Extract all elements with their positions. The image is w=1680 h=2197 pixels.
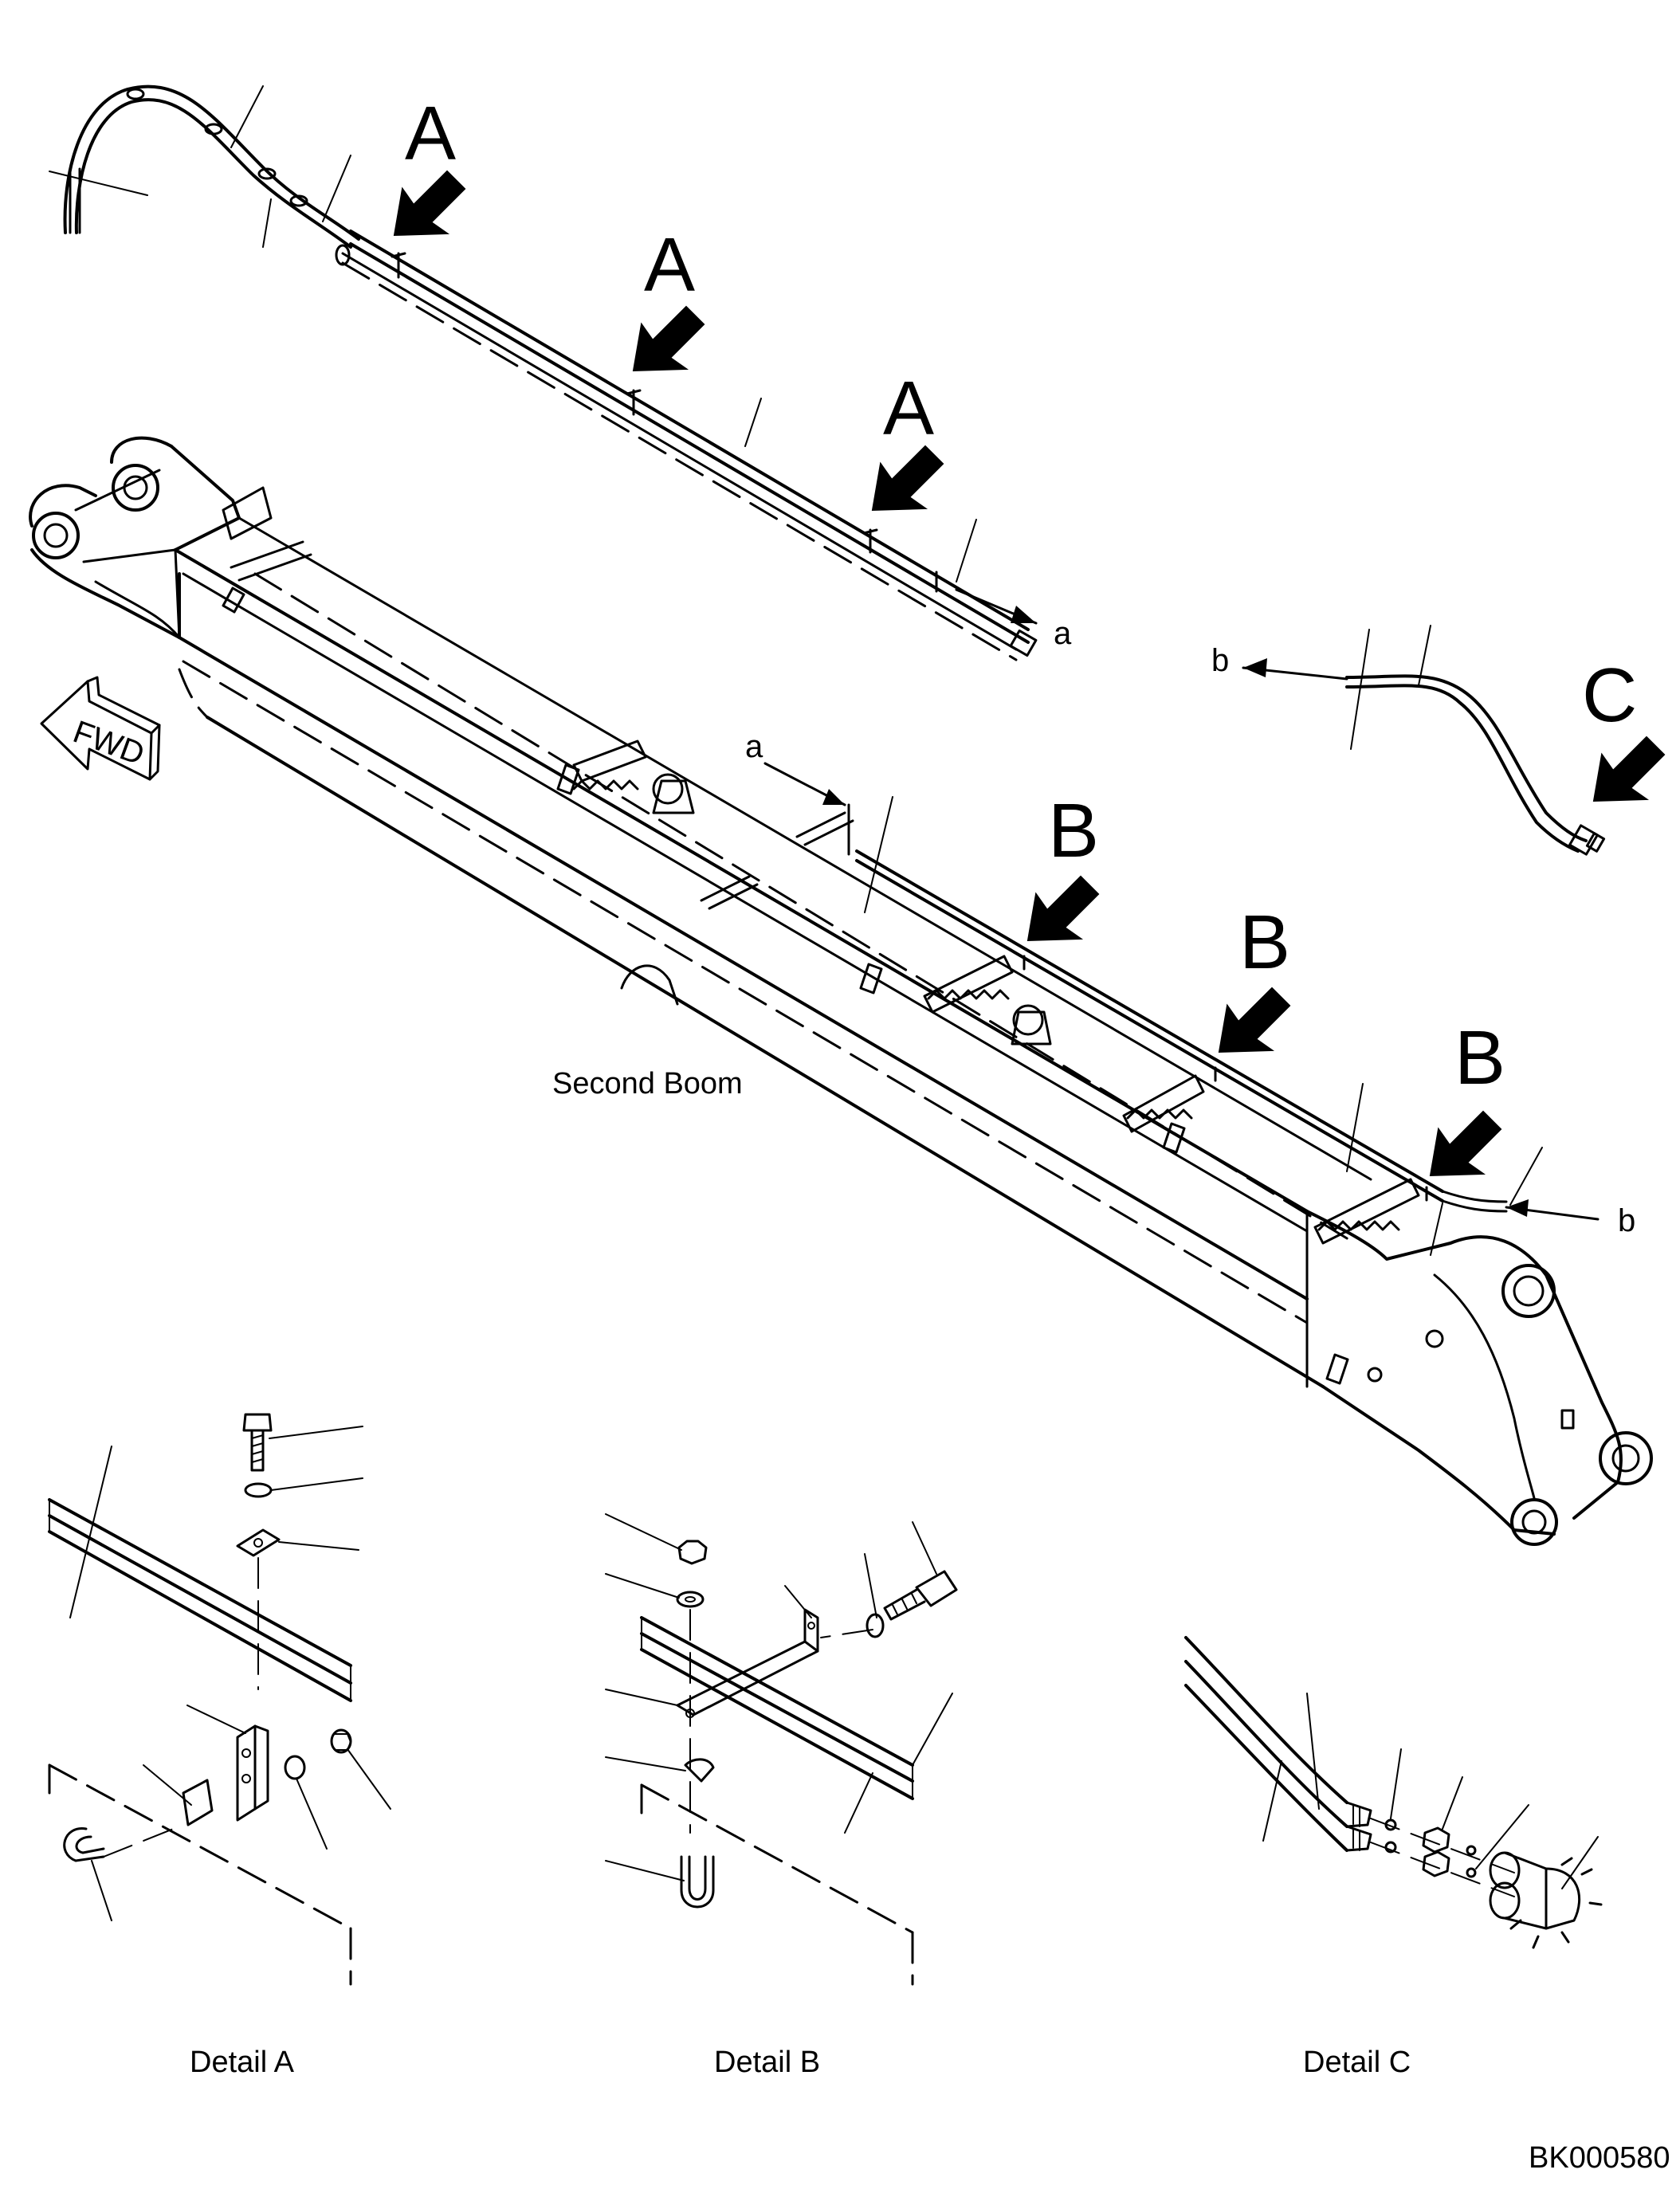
fwd-direction-arrow bbox=[40, 676, 161, 781]
callout-b1: B bbox=[1048, 788, 1099, 873]
callout-b3: B bbox=[1454, 1015, 1505, 1100]
callout-arrow-b3 bbox=[1430, 1111, 1501, 1176]
callout-arrow-b2 bbox=[1219, 987, 1290, 1053]
callout-a3: A bbox=[883, 366, 934, 451]
callout-arrow-c bbox=[1593, 736, 1665, 802]
second-boom-label: Second Boom bbox=[552, 1067, 743, 1100]
drawing-id: BK000580 bbox=[1529, 2141, 1670, 2175]
second-boom bbox=[29, 436, 1653, 1546]
detail-b-label: Detail B bbox=[714, 2046, 820, 2079]
detail-a-label: Detail A bbox=[190, 2046, 295, 2079]
callout-arrow-a1 bbox=[394, 171, 465, 236]
callout-a2: A bbox=[644, 222, 695, 308]
detail-c-label: Detail C bbox=[1303, 2046, 1411, 2079]
ref-b-boom: b bbox=[1618, 1203, 1635, 1238]
detail-a-drawing bbox=[48, 1413, 391, 1986]
callout-arrow-b1 bbox=[1027, 876, 1099, 941]
callout-b2: B bbox=[1239, 900, 1290, 985]
callout-a1: A bbox=[405, 91, 456, 176]
detail-b-drawing bbox=[605, 1513, 958, 1986]
detail-c-drawing bbox=[1184, 1636, 1603, 1949]
ref-b-right: b bbox=[1211, 643, 1229, 678]
boom-hose-run bbox=[763, 762, 1600, 1256]
callout-c: C bbox=[1582, 653, 1637, 738]
hose-c-assembly bbox=[1242, 625, 1606, 856]
upper-hose-assembly bbox=[49, 84, 1038, 661]
ref-a-top: a bbox=[1054, 616, 1072, 651]
callout-arrow-a2 bbox=[633, 306, 705, 371]
callout-arrow-a3 bbox=[872, 445, 944, 511]
ref-a-boom: a bbox=[745, 729, 763, 764]
